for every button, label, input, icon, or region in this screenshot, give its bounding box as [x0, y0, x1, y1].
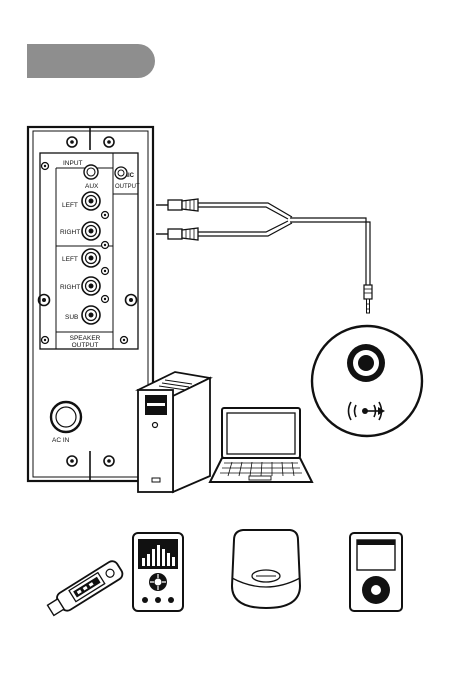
screw-icon: [104, 137, 114, 147]
speaker-output-left-jack[interactable]: [82, 249, 100, 267]
screw-icon: [102, 268, 109, 275]
3.5mm-plug: [364, 285, 372, 313]
speaker-output-sub-jack[interactable]: [82, 306, 100, 324]
input-right-label: RIGHT: [60, 229, 80, 236]
output-label: OUTPUT: [115, 184, 140, 190]
screw-icon: [67, 456, 77, 466]
screw-icon: [42, 163, 49, 170]
rca-to-3.5mm-cable: [156, 199, 372, 313]
screw-icon: [102, 242, 109, 249]
output-right-label: RIGHT: [60, 284, 80, 291]
rca-input-right-jack[interactable]: [82, 222, 100, 240]
screw-icon: [102, 296, 109, 303]
rca-input-left-jack[interactable]: [82, 192, 100, 210]
cd-player-icon: [232, 530, 300, 608]
speaker-output-label: SPEAKER: [70, 335, 101, 342]
input-left-label: LEFT: [62, 202, 78, 209]
aux-jack[interactable]: [84, 165, 98, 179]
screw-icon: [67, 137, 77, 147]
aux-label: AUX: [85, 183, 99, 190]
laptop-icon: [210, 408, 312, 482]
screw-icon: [121, 337, 128, 344]
rca-plug-right: [156, 228, 198, 240]
ipod-icon: [350, 533, 402, 611]
jack-magnifier: [312, 326, 422, 436]
sub-label: SUB: [65, 314, 78, 321]
rca-plug-left: [156, 199, 198, 211]
headphone-jack-icon: [347, 344, 385, 382]
speaker-back-panel: INPUT MIC OUTPUT AUX LEFT RIGHT: [28, 127, 153, 481]
screw-icon: [126, 295, 137, 306]
output-left-label: LEFT: [62, 256, 78, 263]
speaker-output-right-jack[interactable]: [82, 277, 100, 295]
ac-in-socket[interactable]: [51, 402, 81, 432]
screw-icon: [104, 456, 114, 466]
mic-output-jack[interactable]: [115, 167, 127, 179]
input-label: INPUT: [63, 160, 83, 167]
desktop-pc-icon: [138, 372, 210, 492]
ac-in-label: AC IN: [52, 437, 70, 444]
screw-icon: [42, 337, 49, 344]
mp3-player-icon: [133, 533, 183, 611]
speaker-output-label-line2: OUTPUT: [72, 342, 99, 349]
usb-mp3-player-icon: [45, 559, 124, 619]
screw-icon: [102, 212, 109, 219]
